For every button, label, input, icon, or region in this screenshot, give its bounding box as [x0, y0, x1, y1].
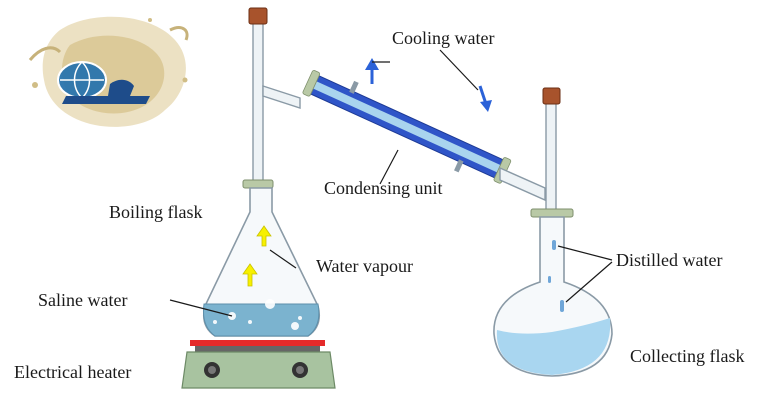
leader-line: [169, 299, 233, 317]
vertical-tube: [545, 101, 557, 213]
electrical-heater: [181, 340, 336, 389]
leader-line: [565, 261, 613, 303]
side-arm: [262, 85, 301, 109]
neck-collar: [530, 208, 574, 218]
label-boiling-flask: Boiling flask: [109, 202, 203, 222]
condenser-core: [307, 78, 506, 175]
bubble: [291, 322, 299, 330]
bubble: [265, 299, 275, 309]
distilled-water: [496, 318, 611, 375]
delivery-tube: [499, 166, 546, 202]
up-arrow-icon: [256, 225, 272, 247]
leader-line: [269, 249, 297, 269]
label-collecting-flask: Collecting flask: [630, 346, 744, 366]
coolant-nozzle: [454, 159, 464, 173]
arrow-icon: [365, 58, 379, 84]
splash-logo: [28, 16, 189, 127]
boiling-flask-assembly: [202, 7, 321, 337]
droplet: [560, 300, 564, 312]
heater-plate: [190, 340, 325, 346]
label-distilled-water: Distilled water: [616, 250, 722, 270]
label-condensing-unit: Condensing unit: [324, 178, 443, 198]
droplet: [552, 240, 556, 250]
label-cooling-water: Cooling water: [392, 28, 494, 48]
up-arrow-icon: [242, 263, 258, 287]
droplet: [548, 276, 551, 283]
coolant-nozzle: [349, 80, 359, 94]
stopper: [542, 87, 561, 105]
saline-water: [203, 303, 320, 337]
leader-line: [379, 149, 399, 185]
label-electrical-heater: Electrical heater: [14, 362, 131, 382]
leader-line: [439, 49, 479, 91]
label-water-vapour: Water vapour: [316, 256, 413, 276]
condensing-unit: [302, 70, 512, 184]
label-saline-water: Saline water: [38, 290, 127, 310]
bubble: [298, 316, 302, 320]
leader-line: [557, 245, 613, 261]
collecting-flask-assembly: [493, 87, 613, 377]
heater-top: [195, 346, 320, 352]
heater-base: [181, 351, 336, 389]
bubble: [213, 320, 217, 324]
stopper: [248, 7, 268, 25]
neck-collar: [242, 179, 274, 189]
bubble: [248, 320, 252, 324]
arrow-icon: [478, 85, 492, 112]
vertical-tube: [252, 21, 264, 183]
